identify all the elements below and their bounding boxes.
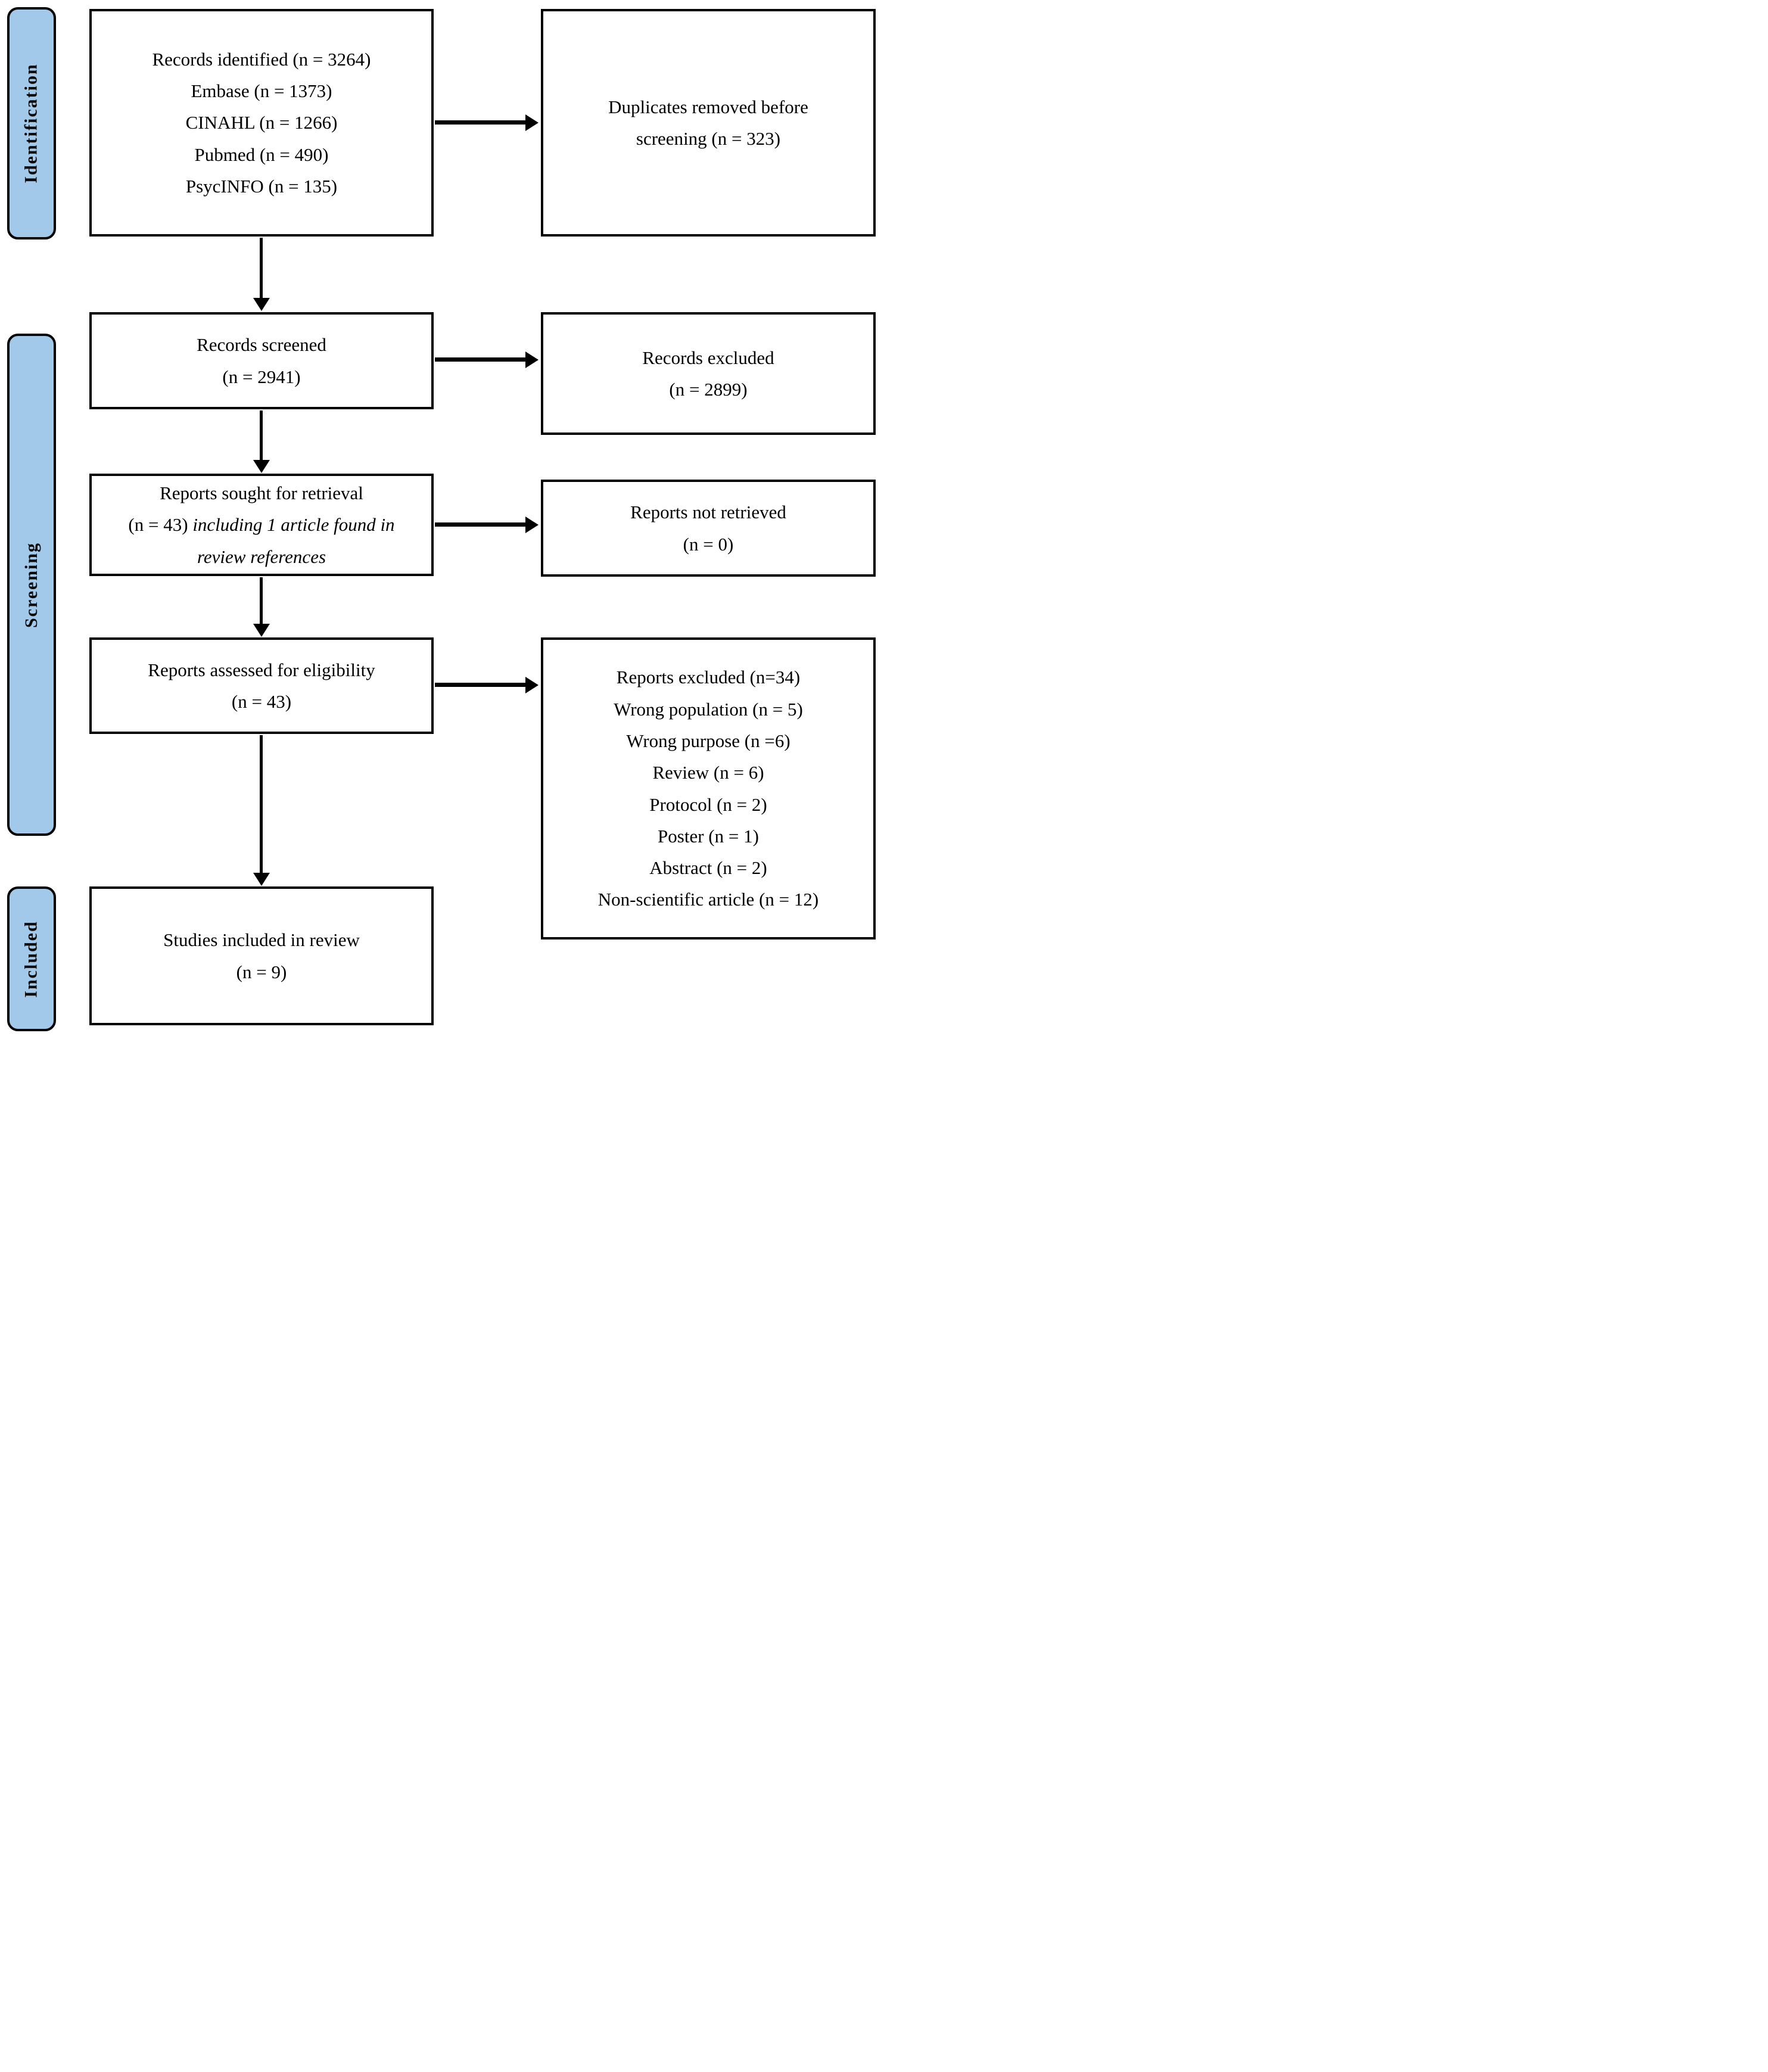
arrow-screened-to-excluded xyxy=(435,357,526,362)
box-records-excluded: Records excluded(n = 2899) xyxy=(541,312,876,435)
box-reports-not-retrieved: Reports not retrieved(n = 0) xyxy=(541,480,876,577)
prisma-flow-diagram: Identification Screening Included Record… xyxy=(0,0,884,1036)
box-reports-excluded-reasons: Reports excluded (n=34)Wrong population … xyxy=(541,637,876,939)
reports-not-retrieved-text: Reports not retrieved(n = 0) xyxy=(630,502,786,555)
studies-included-text: Studies included in review(n = 9) xyxy=(163,929,360,982)
reports-sought-line1: Reports sought for retrieval xyxy=(160,483,363,504)
box-reports-assessed: Reports assessed for eligibility(n = 43) xyxy=(89,637,434,734)
stage-pill-screening: Screening xyxy=(7,334,56,836)
reports-sought-note-line1: including 1 article found in xyxy=(192,514,395,536)
stage-pill-identification: Identification xyxy=(7,7,56,239)
arrow-identified-to-duplicates xyxy=(435,120,526,125)
box-records-screened: Records screened(n = 2941) xyxy=(89,312,434,409)
arrow-assessed-to-excluded-reasons xyxy=(435,683,526,687)
records-screened-text: Records screened(n = 2941) xyxy=(197,334,326,387)
reports-sought-note-line2: review references xyxy=(197,546,326,567)
arrow-sought-to-not-retrieved xyxy=(435,522,526,527)
box-records-identified: Records identified (n = 3264)Embase (n =… xyxy=(89,9,434,237)
reports-sought-count: (n = 43) xyxy=(128,514,193,536)
stage-label-screening: Screening xyxy=(21,542,42,628)
records-excluded-text: Records excluded(n = 2899) xyxy=(642,347,774,400)
arrow-screened-to-sought xyxy=(260,410,263,461)
box-reports-sought: Reports sought for retrieval (n = 43) in… xyxy=(89,474,434,576)
stage-label-included: Included xyxy=(21,920,42,998)
reports-assessed-text: Reports assessed for eligibility(n = 43) xyxy=(148,659,375,712)
arrow-assessed-to-included xyxy=(260,735,263,873)
box-studies-included: Studies included in review(n = 9) xyxy=(89,886,434,1025)
reports-sought-text: Reports sought for retrieval (n = 43) in… xyxy=(104,477,419,573)
records-identified-text: Records identified (n = 3264)Embase (n =… xyxy=(152,48,371,197)
arrow-sought-to-assessed xyxy=(260,577,263,624)
stage-pill-included: Included xyxy=(7,886,56,1031)
stage-label-identification: Identification xyxy=(21,63,41,183)
reports-excluded-reasons-text: Reports excluded (n=34)Wrong population … xyxy=(597,667,819,910)
arrow-identified-to-screened xyxy=(260,238,263,298)
